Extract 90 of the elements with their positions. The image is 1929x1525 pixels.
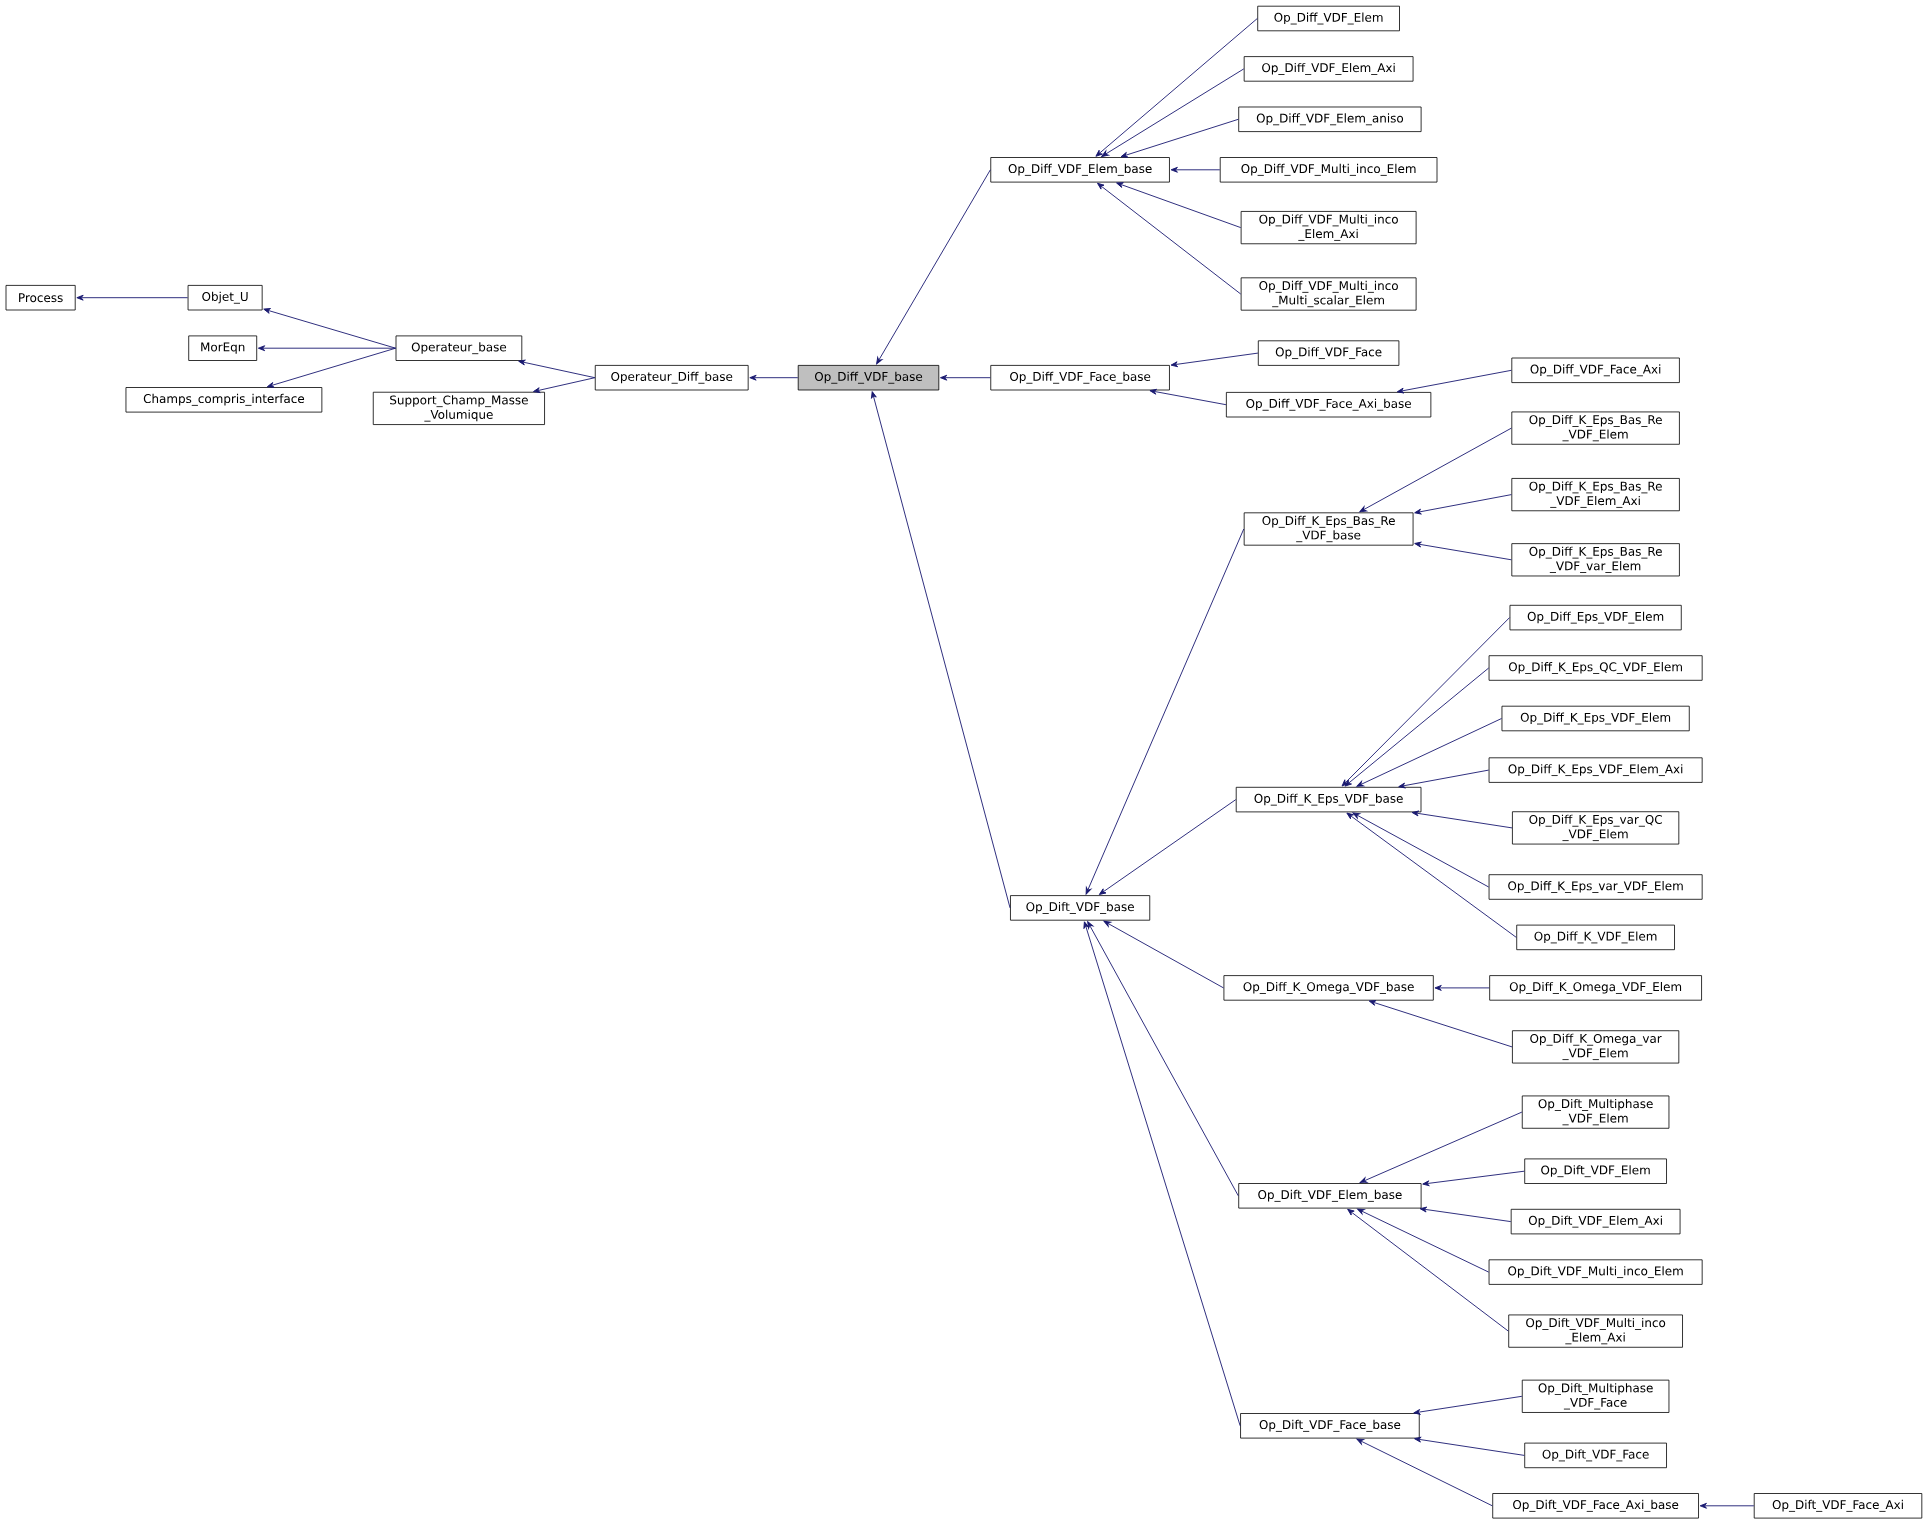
class-box: MorEqn xyxy=(188,335,258,361)
class-box: Op_Dift_VDF_Elem_base xyxy=(1238,1183,1422,1209)
arrow xyxy=(266,347,397,388)
arrow xyxy=(1357,1208,1490,1273)
class-box: Op_Diff_VDF_Multi_inco _Elem_Axi xyxy=(1240,211,1417,245)
arrow xyxy=(1413,1395,1523,1415)
arrow xyxy=(1411,810,1513,829)
arrow xyxy=(1434,984,1490,991)
arrow xyxy=(518,359,596,379)
class-box: Op_Dift_VDF_Multi_inco_Elem xyxy=(1488,1259,1703,1285)
class-box: Op_Diff_K_Eps_QC_VDF_Elem xyxy=(1488,655,1703,681)
arrow xyxy=(876,169,991,365)
arrow xyxy=(1422,1170,1525,1187)
class-box: Support_Champ_Masse _Volumique xyxy=(372,391,545,425)
arrow xyxy=(1368,1000,1513,1048)
arrow xyxy=(1414,541,1512,561)
class-box: Op_Diff_VDF_Elem_base xyxy=(990,157,1170,183)
class-box: Op_Diff_VDF_Face_Axi xyxy=(1511,357,1680,383)
class-box: Objet_U xyxy=(187,285,263,311)
arrow xyxy=(1341,617,1510,787)
arrow xyxy=(1170,352,1259,368)
arrow xyxy=(1346,812,1517,938)
class-box: Op_Diff_K_Eps_Bas_Re _VDF_Elem_Axi xyxy=(1511,478,1680,512)
arrow xyxy=(871,391,1011,909)
arrow xyxy=(1103,920,1224,989)
class-box: Op_Diff_VDF_base xyxy=(797,365,940,391)
class-box: Op_Dift_VDF_base xyxy=(1010,895,1151,921)
class-box: Op_Dift_VDF_Elem xyxy=(1524,1158,1667,1184)
arrow xyxy=(533,377,596,394)
class-box: Op_Dift_VDF_Multi_inco _Elem_Axi xyxy=(1508,1314,1683,1348)
class-box: Op_Dift_Multiphase _VDF_Face xyxy=(1521,1379,1670,1413)
class-box: Op_Dift_VDF_Elem_Axi xyxy=(1510,1208,1681,1235)
arrow xyxy=(1419,1206,1512,1223)
class-box: Op_Diff_VDF_Multi_inco _Multi_scalar_Elem xyxy=(1240,277,1417,311)
class-box: Operateur_Diff_base xyxy=(594,365,749,391)
arrow xyxy=(1347,1208,1509,1332)
arrow xyxy=(1344,667,1490,787)
class-box: Op_Diff_K_Eps_VDF_Elem_Axi xyxy=(1488,757,1703,783)
arrow xyxy=(1359,1111,1523,1184)
arrow xyxy=(1414,1436,1525,1456)
arrow xyxy=(1097,182,1242,295)
class-box: Op_Diff_K_Eps_VDF_base xyxy=(1235,786,1422,813)
arrow xyxy=(1095,18,1258,157)
arrow xyxy=(1170,166,1221,173)
class-box: Process xyxy=(5,285,76,311)
arrow xyxy=(1116,182,1242,229)
class-box: Op_Diff_VDF_Elem_aniso xyxy=(1238,106,1422,132)
class-box: Op_Diff_K_Eps_Bas_Re _VDF_Elem xyxy=(1511,411,1680,445)
arrow xyxy=(1398,769,1490,789)
arrow xyxy=(1359,427,1512,513)
class-box: Op_Diff_K_Omega_var _VDF_Elem xyxy=(1512,1030,1680,1064)
class-box: Op_Diff_VDF_Elem xyxy=(1257,5,1400,32)
arrow xyxy=(1083,921,1241,1427)
class-box: Op_Diff_VDF_Face_Axi_base xyxy=(1225,392,1432,418)
class-box: Op_Diff_K_Eps_Bas_Re _VDF_base xyxy=(1243,512,1414,546)
class-box: Op_Diff_K_Eps_var_VDF_Elem xyxy=(1488,874,1703,900)
arrow xyxy=(1120,118,1239,158)
class-box: Op_Diff_VDF_Multi_inco_Elem xyxy=(1219,157,1438,183)
class-box: Op_Diff_VDF_Face_base xyxy=(990,365,1170,391)
class-box: Op_Diff_K_Eps_var_QC _VDF_Elem xyxy=(1512,811,1680,845)
arrow xyxy=(1101,68,1245,157)
class-box: Op_Dift_VDF_Face xyxy=(1524,1442,1667,1469)
arrow xyxy=(749,374,799,381)
arrow xyxy=(1149,388,1227,406)
arrow xyxy=(263,308,397,349)
class-box: Op_Dift_VDF_Face_Axi_base xyxy=(1492,1493,1699,1519)
class-box: Op_Diff_K_Omega_VDF_base xyxy=(1223,975,1434,1001)
arrow xyxy=(1356,718,1502,787)
class-box: Op_Diff_K_Omega_VDF_Elem xyxy=(1489,975,1702,1001)
arrow xyxy=(1396,369,1512,394)
arrow xyxy=(1699,1502,1755,1509)
class-box: Op_Diff_VDF_Face xyxy=(1257,340,1400,366)
class-box: Op_Diff_Eps_VDF_Elem xyxy=(1509,604,1682,631)
class-box: Op_Diff_VDF_Elem_Axi xyxy=(1243,56,1414,82)
class-box: Op_Dift_VDF_Face_Axi xyxy=(1753,1493,1923,1519)
arrow xyxy=(1087,921,1239,1197)
arrow xyxy=(1098,799,1237,895)
class-box: Op_Diff_K_Eps_Bas_Re _VDF_var_Elem xyxy=(1511,543,1680,577)
arrow xyxy=(1356,1438,1493,1507)
class-box: Op_Dift_Multiphase _VDF_Elem xyxy=(1521,1095,1670,1129)
class-box: Op_Diff_K_VDF_Elem xyxy=(1516,924,1675,951)
arrow xyxy=(76,294,189,301)
class-box: Op_Diff_K_Eps_VDF_Elem xyxy=(1501,705,1690,732)
arrow xyxy=(1352,812,1490,888)
arrow xyxy=(1414,494,1512,515)
class-box: Op_Dift_VDF_Face_base xyxy=(1240,1413,1420,1439)
arrow xyxy=(940,374,991,381)
arrow xyxy=(1085,528,1245,895)
class-box: Champs_compris_interface xyxy=(125,387,323,413)
class-box: Operateur_base xyxy=(395,335,523,361)
